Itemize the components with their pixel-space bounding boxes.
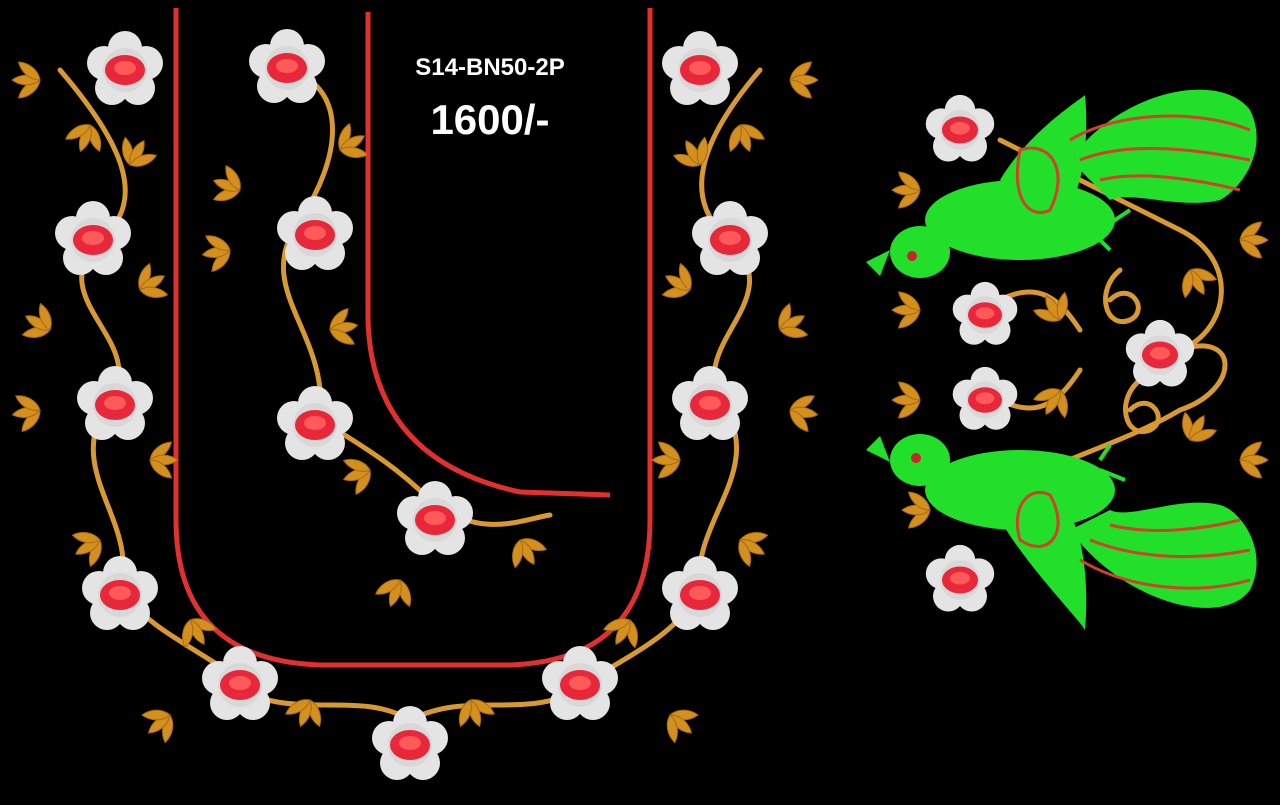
inner-neckline bbox=[365, 12, 611, 498]
design-code: S14-BN50-2P bbox=[415, 54, 565, 81]
outer-neckline bbox=[173, 8, 653, 668]
design-price: 1600/- bbox=[430, 96, 550, 143]
parrot-motif-icon bbox=[866, 89, 1257, 630]
